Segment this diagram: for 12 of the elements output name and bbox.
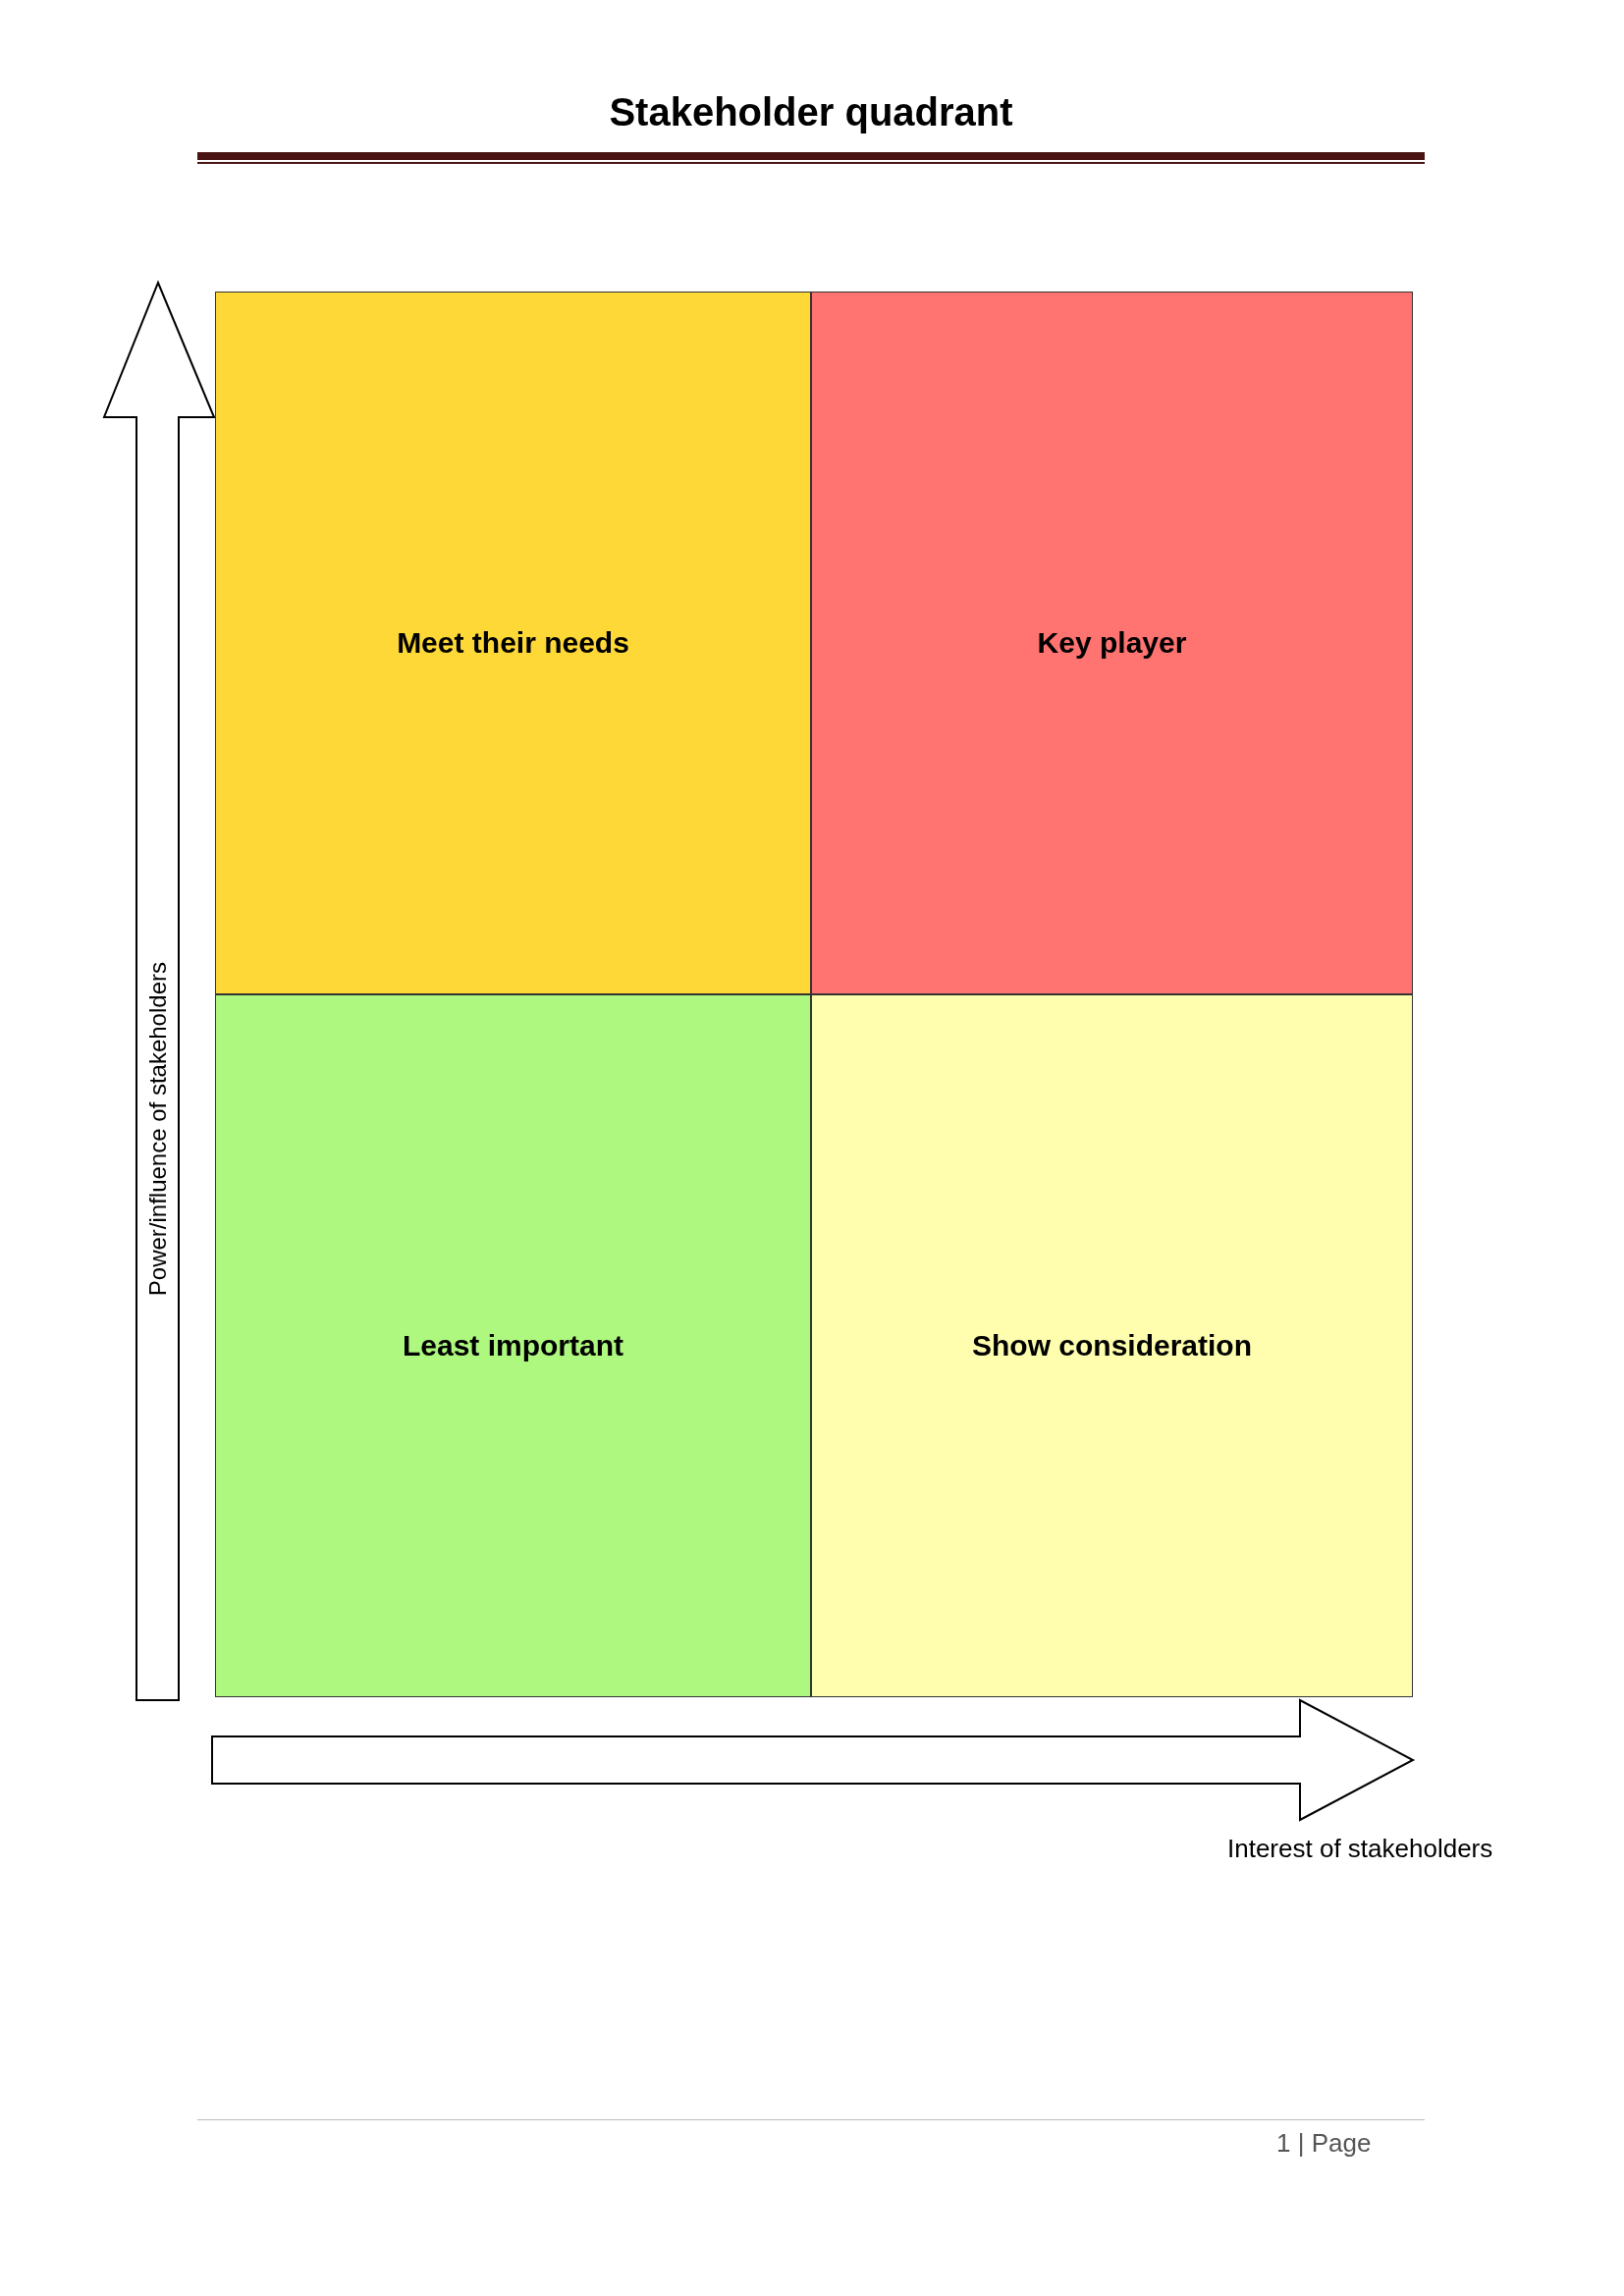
page-title: Stakeholder quadrant [608,90,1014,134]
quadrant-label: Meet their needs [397,626,629,660]
quadrant-label: Show consideration [972,1329,1252,1362]
quadrant-box [215,994,811,1697]
quadrant-box [811,292,1413,994]
quadrant-box [215,292,811,994]
quadrant-label: Key player [1037,626,1187,660]
page-number: 1 | Page [1276,2128,1372,2159]
axis-label: Interest of stakeholders [1227,1834,1493,1864]
quadrant-label: Least important [403,1329,623,1362]
quadrant-box [811,994,1413,1697]
axis-label: Power/influence of stakeholders [144,961,172,1297]
